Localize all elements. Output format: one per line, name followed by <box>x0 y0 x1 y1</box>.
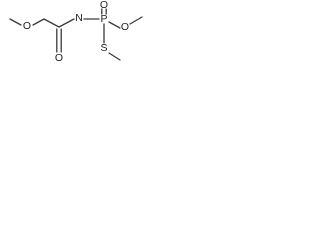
bond-carbonyl-c-n <box>58 18 75 28</box>
atom-label-s-thio: S <box>100 42 107 54</box>
molecule-structure: O N P O O O S <box>9 0 143 64</box>
bond-ether-o-ch2 <box>32 18 45 26</box>
atom-thio-sulfur: S <box>100 42 107 54</box>
bonds <box>9 8 143 61</box>
bond-ch2-carbonyl-c <box>43 18 60 28</box>
bond-p-o-methoxy <box>108 21 121 29</box>
atom-label-o-methoxy-p: O <box>121 21 129 33</box>
atom-label-o-ether: O <box>23 20 31 32</box>
atom-label-p-center: P <box>100 13 107 25</box>
atom-amide-nitrogen: N <box>75 12 83 24</box>
bond-methyl-ether-o <box>9 18 22 26</box>
atom-label-o-carbonyl: O <box>55 52 63 64</box>
atom-label-n-amide: N <box>75 12 83 24</box>
atom-label-o-phosphoryl: O <box>100 0 108 11</box>
atom-carbonyl-oxygen: O <box>55 52 63 64</box>
atom-phosphoryl-oxygen: O <box>100 0 108 11</box>
atom-methoxy-oxygen: O <box>121 21 129 33</box>
atom-phosphorus: P <box>100 13 107 25</box>
atom-ether-oxygen: O <box>23 20 31 32</box>
atoms: O N P O O O S <box>23 0 129 64</box>
bond-o-methoxy-methyl <box>129 16 143 25</box>
bond-s-methyl <box>108 52 121 61</box>
